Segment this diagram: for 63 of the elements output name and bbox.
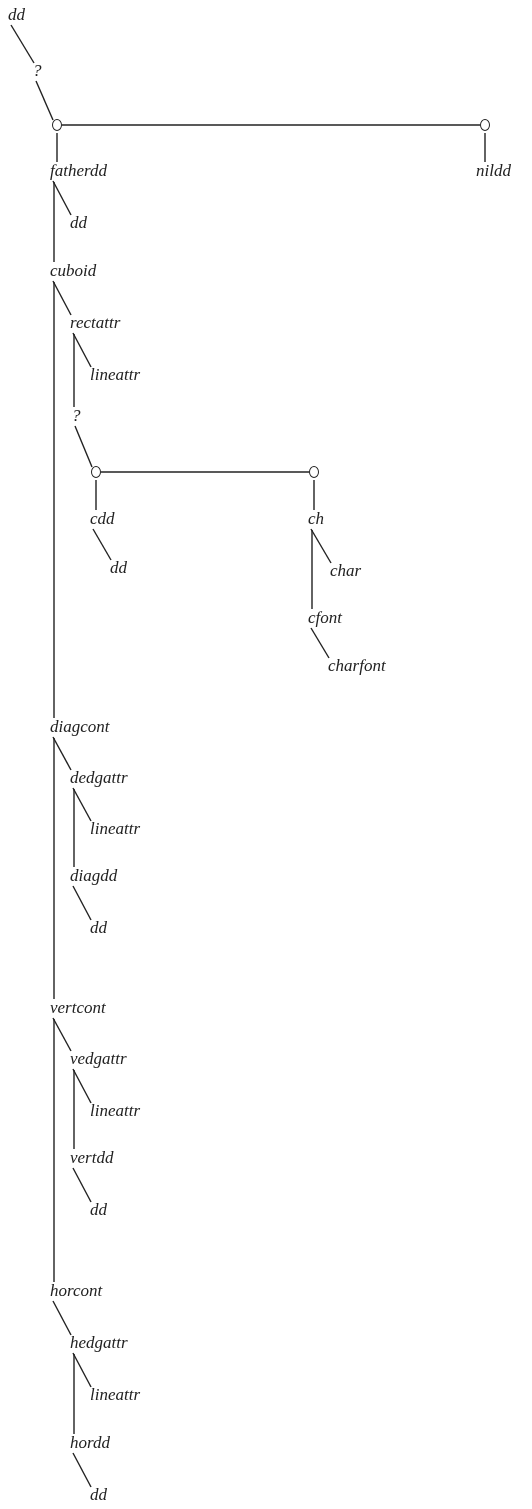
node-label: hordd [70,1434,110,1452]
connector-line [35,80,54,121]
connector-line [56,132,58,163]
node-label: lineattr [90,1386,141,1404]
node-label: dd [8,6,25,24]
connector-line [52,1300,72,1336]
node-label: dd [90,1201,107,1219]
node-label: charfont [328,657,386,675]
connector-line [74,425,93,468]
connector-line [72,1167,92,1203]
node-label: char [330,562,362,580]
connector-line [53,737,55,1000]
node-label: lineattr [90,366,141,384]
node-label: cfont [308,609,342,627]
node-label: cuboid [50,262,97,280]
node-label: dd [90,1486,107,1504]
node-label: dd [70,214,87,232]
node-label: lineattr [90,820,141,838]
node-label: dd [110,559,127,577]
node-label: horcont [50,1282,103,1300]
connector-line [53,281,55,719]
connector-line [92,528,112,561]
connector-line [52,1017,72,1052]
node-label: lineattr [90,1102,141,1120]
connector-line [484,132,486,163]
connector-line [72,885,92,921]
connector-line [53,1018,55,1283]
connector-line [100,471,310,473]
connector-line [310,627,330,659]
connector-line [73,1069,75,1150]
connector-line [52,280,72,316]
node-label: vertcont [50,999,106,1017]
connector-line [10,24,35,64]
connector-line [95,479,97,511]
connector-line [53,181,55,263]
connector-line [72,1452,92,1488]
connector-line [72,787,92,822]
node-label: cdd [90,510,115,528]
node-label: ? [33,62,42,80]
node-label: hedgattr [70,1334,128,1352]
node-label: vedgattr [70,1050,127,1068]
node-label: ch [308,510,325,528]
node-label: nildd [476,162,511,180]
connector-line [313,479,315,511]
connector-line [72,1352,92,1388]
connector-line [52,736,72,771]
connector-line [310,528,332,564]
connector-line [61,124,481,126]
node-label: diagcont [50,718,110,736]
node-label: ? [72,407,81,425]
node-label: fatherdd [50,162,107,180]
connector-line [73,333,75,408]
connector-line [311,529,313,610]
node-label: dd [90,919,107,937]
connector-line [73,788,75,868]
node-label: vertdd [70,1149,114,1167]
connector-line [72,1068,92,1104]
node-label: dedgattr [70,769,128,787]
connector-line [52,180,72,216]
connector-line [73,1353,75,1435]
node-label: rectattr [70,314,121,332]
connector-line [72,332,92,368]
node-label: diagdd [70,867,118,885]
